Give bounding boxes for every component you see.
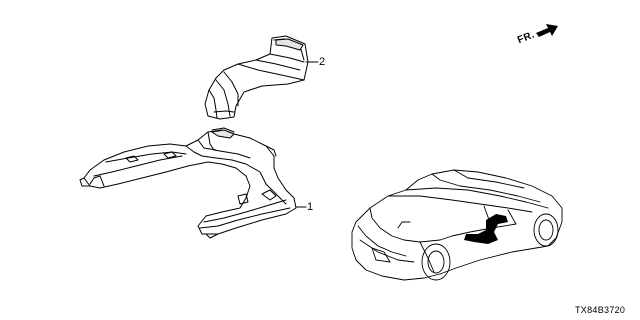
diagram-code: TX84B3720 (575, 305, 626, 315)
callout-2-label: 2 (319, 56, 326, 68)
car-locator-view (351, 169, 563, 281)
lower-duct-part-1[interactable] (79, 127, 297, 239)
duct-location-highlight (464, 214, 508, 244)
upper-duct-part-2[interactable] (204, 35, 309, 120)
callout-1-label: 1 (307, 201, 314, 213)
front-arrow-icon (536, 24, 558, 37)
